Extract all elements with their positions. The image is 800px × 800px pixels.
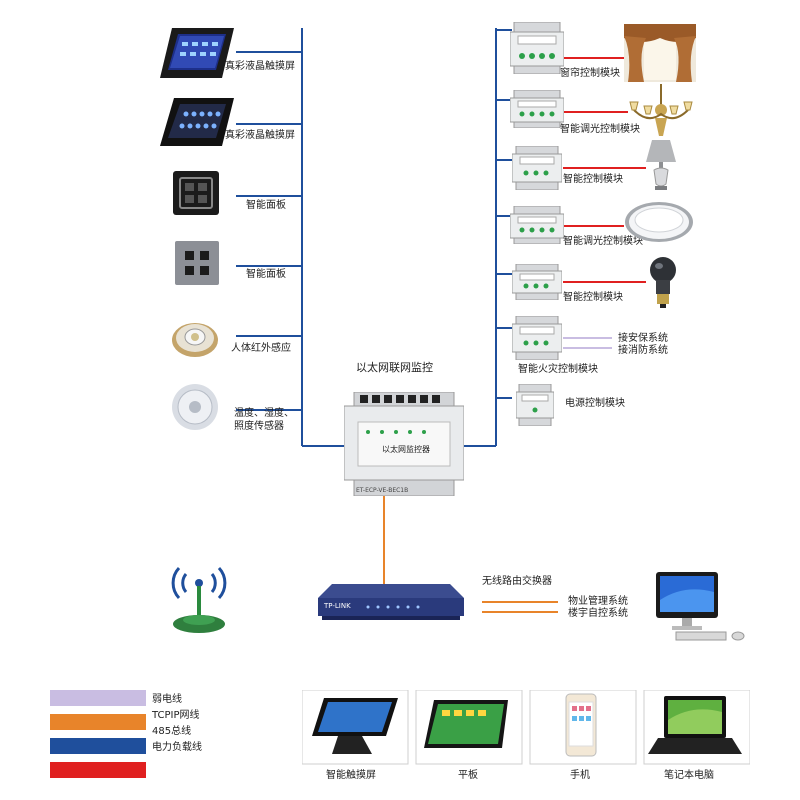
ethernet-monitor-device bbox=[344, 392, 464, 496]
tablet-stand-icon bbox=[312, 698, 398, 754]
router-brand: TP-LINK bbox=[324, 602, 351, 610]
right-module-label-5: 智能控制模块 bbox=[563, 292, 623, 303]
fire-system-label: 接消防系统 bbox=[618, 345, 668, 356]
gateway-device-text: 以太网监控器 bbox=[382, 445, 430, 454]
terminal-label-2: 平板 bbox=[458, 770, 478, 781]
legend-swatch-tcpip bbox=[50, 714, 146, 730]
router-label: 无线路由交换器 bbox=[482, 576, 552, 587]
legend-label-1: 弱电线 bbox=[152, 694, 182, 705]
right-module-label-3: 智能控制模块 bbox=[563, 174, 623, 185]
left-device-label-2: 真彩液晶触摸屏 bbox=[225, 130, 295, 141]
smart-panel-icon bbox=[175, 241, 219, 285]
legend-swatch-weak bbox=[50, 690, 146, 706]
legend-swatches bbox=[50, 690, 146, 778]
terminal-label-1: 智能触摸屏 bbox=[326, 770, 376, 781]
left-device-label-6a: 温度、湿度、 bbox=[234, 408, 294, 419]
legend-label-3: 485总线 bbox=[152, 726, 192, 737]
pir-sensor-icon bbox=[172, 323, 218, 357]
right-module-label-6: 智能火灾控制模块 bbox=[518, 364, 598, 375]
terminal-label-3: 手机 bbox=[570, 770, 590, 781]
din-module-icon bbox=[516, 384, 554, 426]
pc-label-2: 楼宇自控系统 bbox=[568, 608, 628, 619]
din-module-icon bbox=[512, 146, 562, 190]
environment-sensor-icon bbox=[172, 384, 218, 430]
din-module-icon bbox=[510, 90, 564, 128]
ceiling-light-icon bbox=[625, 202, 693, 242]
gateway-model: ET-ECP-VE-BEC1B bbox=[356, 487, 409, 494]
right-module-label-4: 智能调光控制模块 bbox=[563, 236, 643, 247]
touchscreen-icon bbox=[160, 28, 234, 78]
legend-swatch-485 bbox=[50, 738, 146, 754]
left-device-label-3: 智能面板 bbox=[246, 200, 286, 211]
table-lamp-icon bbox=[646, 140, 676, 190]
smart-panel-icon bbox=[173, 171, 219, 215]
touchscreen-icon bbox=[160, 98, 234, 146]
right-module-label-2: 智能调光控制模块 bbox=[560, 124, 640, 135]
right-module-label-7: 电源控制模块 bbox=[565, 398, 625, 409]
light-bulb-icon bbox=[650, 257, 676, 308]
din-module-icon bbox=[510, 22, 564, 74]
phone-icon bbox=[565, 693, 597, 757]
legend-label-4: 电力负载线 bbox=[152, 742, 202, 753]
chandelier-icon bbox=[629, 84, 693, 136]
left-device-label-1: 真彩液晶触摸屏 bbox=[225, 61, 295, 72]
curtain-icon bbox=[624, 24, 696, 82]
left-device-label-4: 智能面板 bbox=[246, 269, 286, 280]
desktop-pc-icon bbox=[656, 572, 745, 641]
din-module-icon bbox=[510, 206, 564, 244]
router-icon bbox=[318, 584, 464, 620]
gateway-title: 以太网联网监控 bbox=[356, 361, 433, 374]
left-device-label-5: 人体红外感应 bbox=[231, 343, 291, 354]
terminal-panels bbox=[302, 690, 750, 765]
wifi-antenna-icon bbox=[171, 566, 227, 633]
legend-label-2: TCPIP网线 bbox=[152, 710, 200, 721]
pc-label-1: 物业管理系统 bbox=[568, 596, 628, 607]
tablet-icon bbox=[424, 700, 508, 748]
terminal-label-4: 笔记本电脑 bbox=[664, 770, 714, 781]
right-module-label-1: 窗帘控制模块 bbox=[560, 68, 620, 79]
laptop-icon bbox=[648, 696, 742, 754]
legend-swatch-power bbox=[50, 762, 146, 778]
din-module-icon bbox=[512, 316, 562, 360]
security-system-label: 接安保系统 bbox=[618, 333, 668, 344]
left-device-label-6b: 照度传感器 bbox=[234, 421, 284, 432]
din-module-icon bbox=[512, 264, 562, 300]
